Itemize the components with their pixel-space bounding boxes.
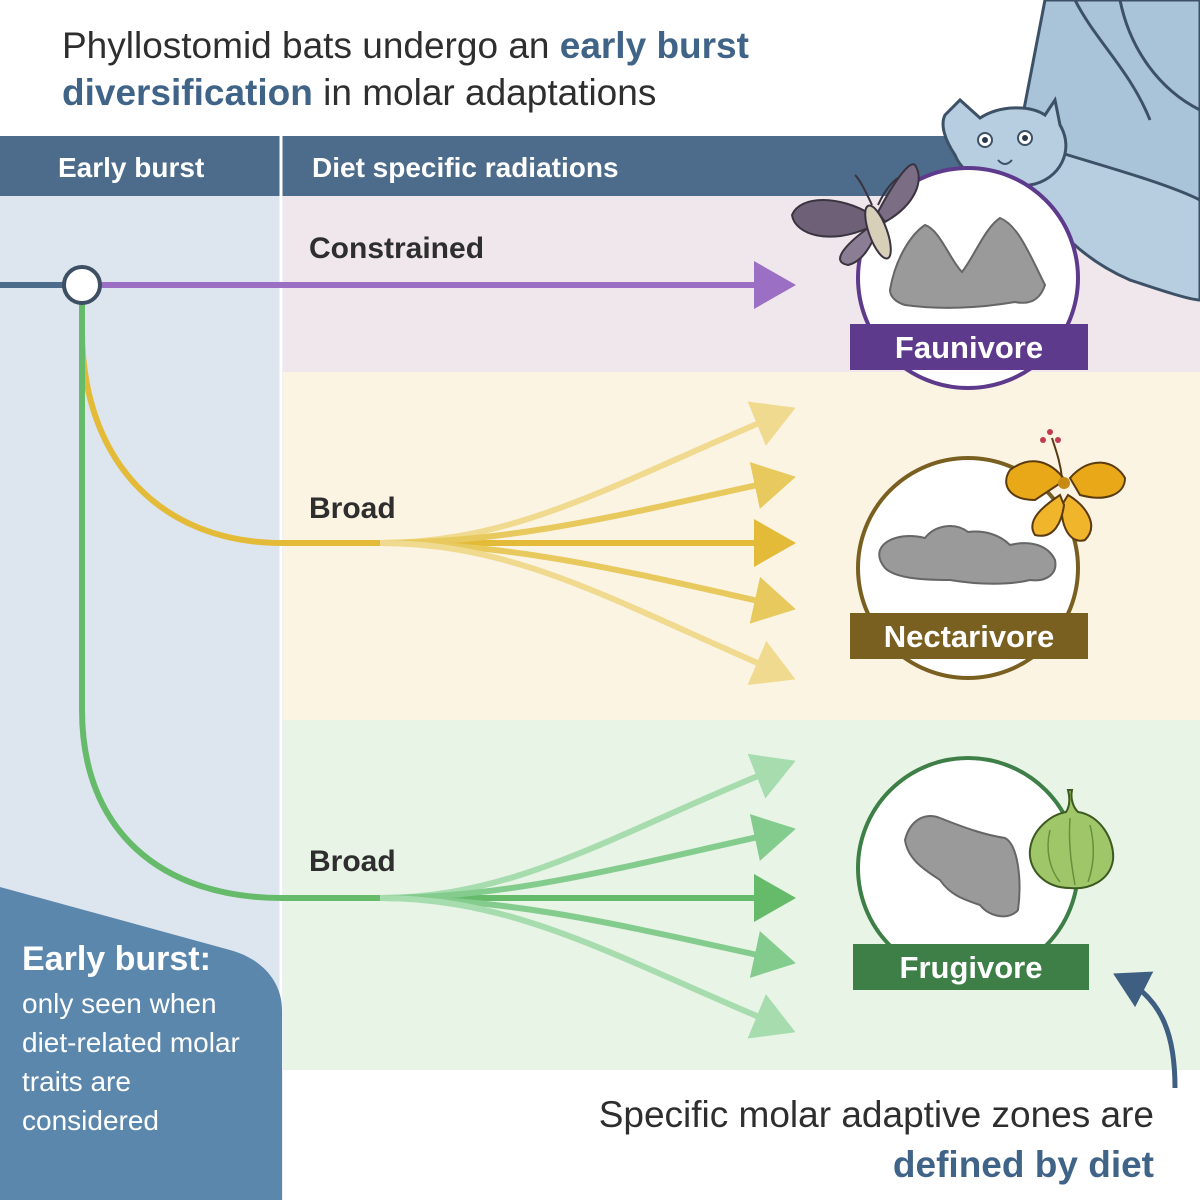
nectarivore-label: Broad: [309, 492, 396, 525]
callout-title: Early burst:: [22, 940, 211, 978]
nectarivore-tag: Nectarivore: [884, 619, 1055, 654]
molar-tooth-icon: [888, 216, 1047, 309]
title-text: Phyllostomid bats undergo an: [62, 25, 560, 66]
bottom-note-text: Specific molar adaptive zones are: [598, 1094, 1154, 1135]
faunivore-tag: Faunivore: [895, 330, 1043, 365]
faunivore-badge: Faunivore: [790, 163, 1088, 390]
moth-icon: [790, 163, 920, 267]
bat-illustration: [941, 0, 1200, 302]
bottom-note-highlight: defined by diet: [892, 1144, 1154, 1185]
title-text-end: in molar adaptations: [312, 72, 657, 113]
title-highlight: early burst diversification: [62, 25, 749, 113]
frugivore-badge: Frugivore: [853, 756, 1115, 990]
callout-body: only seen when diet-related molar traits…: [22, 988, 240, 1136]
faunivore-label: Constrained: [309, 232, 484, 265]
diet-arrow: [1113, 971, 1178, 1089]
early-burst-callout: Early burst: only seen when diet-related…: [22, 938, 272, 1140]
frugivore-label: Broad: [309, 845, 396, 878]
molar-tooth-icon: [878, 525, 1057, 585]
bottom-note: Specific molar adaptive zones are define…: [514, 1090, 1154, 1190]
frugivore-tag: Frugivore: [900, 950, 1043, 985]
page-title: Phyllostomid bats undergo an early burst…: [62, 22, 842, 116]
root-node: [62, 265, 102, 305]
nectarivore-badge: Nectarivore: [850, 429, 1127, 680]
header-diet-radiations: Diet specific radiations: [312, 152, 619, 183]
molar-tooth-icon: [903, 815, 1021, 918]
nectarivore-radiation: [282, 401, 796, 686]
frugivore-radiation: [282, 753, 796, 1039]
callout-panel: [0, 887, 282, 1200]
header-early-burst: Early burst: [58, 152, 204, 183]
hibiscus-flower-icon: [1005, 429, 1127, 542]
fig-fruit-icon: [1028, 789, 1115, 890]
frugivore-branch: [79, 290, 283, 901]
